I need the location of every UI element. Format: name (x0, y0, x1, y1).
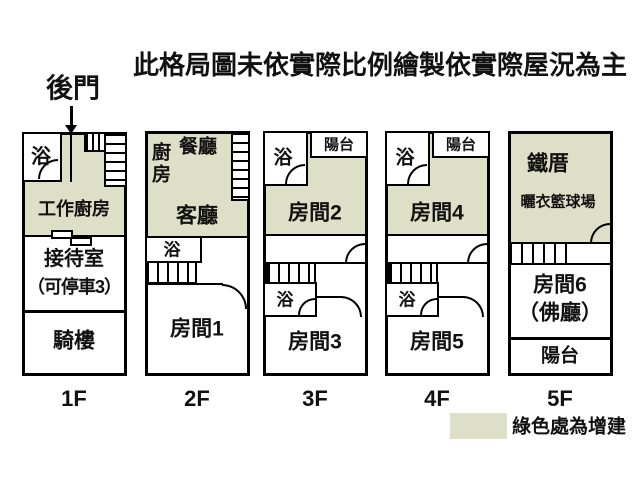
room1-label: 房間1 (170, 317, 224, 341)
balcony-label-3f: 陽台 (323, 136, 355, 154)
stairs-1f-upper (84, 132, 106, 152)
room5-label: 房間5 (410, 330, 464, 354)
stairs-2f-upper (231, 131, 250, 201)
living-label: 客廳 (176, 204, 218, 228)
wall-line (385, 234, 490, 236)
bath-label-3f-mid: 浴 (276, 290, 294, 310)
back-door-label: 後門 (46, 73, 100, 104)
wall-line (508, 263, 613, 265)
balcony-4f (432, 131, 490, 158)
floor-label-2f: 2F (184, 386, 210, 411)
green-area-5f (509, 132, 612, 243)
back-door-arrow-head (65, 125, 77, 134)
stairs-5f (510, 244, 567, 263)
legend-swatch (450, 413, 507, 439)
parking-label: （可停車3） (26, 277, 122, 297)
back-door-arrow (70, 106, 73, 126)
legend-label: 綠色處為增建 (512, 416, 627, 438)
bath-label-3f-top: 浴 (273, 147, 293, 169)
balcony-label-4f: 陽台 (445, 136, 477, 154)
door-arc (298, 298, 315, 315)
wall-line (263, 234, 368, 236)
sliding-door (51, 230, 73, 239)
wall-line (437, 296, 465, 298)
stairs-2f-lower (145, 261, 197, 284)
wall-line (70, 132, 72, 182)
wall-line (22, 310, 127, 313)
drying-court-label: 曬衣籃球場 (520, 193, 596, 211)
work-kitchen-label: 工作廚房 (38, 199, 110, 219)
stairs-4f (388, 262, 438, 284)
stairs-1f-right (104, 132, 127, 187)
room6-label: 房間6 (533, 273, 587, 297)
dining-label: 餐廳 (178, 136, 218, 158)
door-arc (420, 298, 437, 315)
room3-label: 房間3 (288, 330, 342, 354)
floor-label-1f: 1F (61, 386, 87, 411)
bath-label-2f: 浴 (163, 240, 181, 260)
wall-line (22, 235, 127, 237)
floor-label-4f: 4F (424, 386, 450, 411)
stairs-3f (266, 262, 316, 284)
sliding-door (70, 237, 92, 246)
wall-line (508, 242, 613, 244)
iron-shed-label: 鐵厝 (527, 152, 569, 176)
room2-label: 房間2 (288, 201, 342, 225)
arcade-label: 騎樓 (53, 329, 95, 353)
balcony-label-5f: 陽台 (540, 345, 580, 367)
wall-line (145, 283, 223, 285)
balcony-3f (310, 131, 368, 158)
bath-label-4f-top: 浴 (395, 147, 415, 169)
floor-label-3f: 3F (302, 386, 328, 411)
reception-label: 接待室 (44, 248, 104, 270)
bath-label-1f: 浴 (31, 146, 51, 168)
room4-label: 房間4 (410, 201, 464, 225)
page-title: 此格局圖未依實際比例繪製依實際屋況為主 (132, 50, 628, 80)
bath-label-4f-mid: 浴 (398, 290, 416, 310)
floor-outline-5f (508, 131, 613, 376)
floor-label-5f: 5F (547, 386, 573, 411)
buddha-hall-label: （佛廳） (518, 301, 602, 325)
wall-line (315, 296, 343, 298)
wall-line (508, 337, 613, 340)
floor-outline-1f (22, 132, 127, 376)
kitchen-label: 廚房 (149, 142, 170, 186)
